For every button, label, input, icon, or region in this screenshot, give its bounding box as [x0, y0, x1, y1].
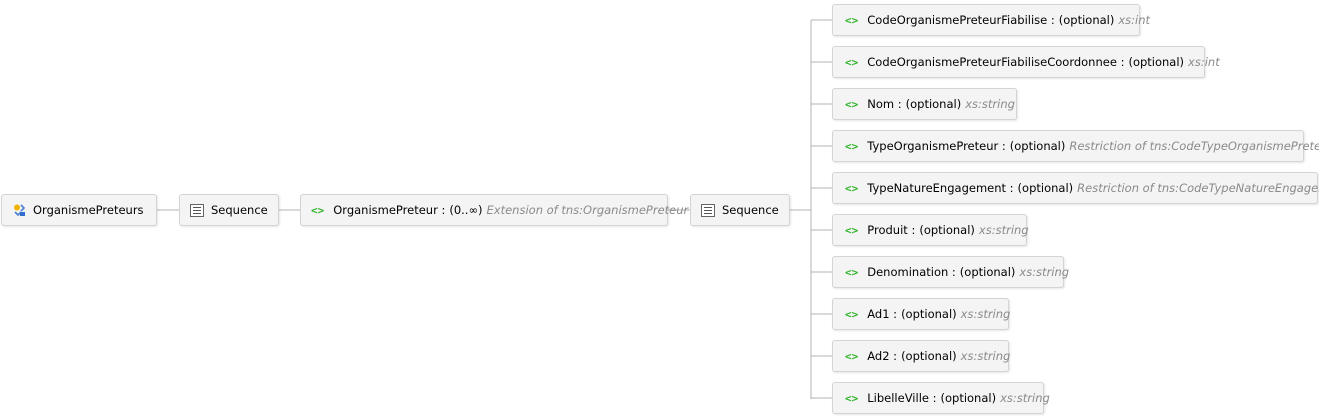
child-type: xs:string	[1000, 391, 1050, 405]
child-type: xs:string	[960, 349, 1011, 363]
child-type: xs:string	[965, 97, 1015, 111]
element-icon: <>	[845, 139, 859, 153]
child-cardinality: (optional)	[901, 307, 957, 321]
child-type: xs:string	[960, 307, 1011, 321]
sequence-icon	[190, 203, 204, 217]
child-element-node[interactable]: <> Denomination : (optional) xs:string	[832, 256, 1069, 288]
sequence-label: Sequence	[722, 203, 779, 217]
child-label: Ad2 :	[867, 349, 898, 363]
child-type: xs:string	[978, 223, 1029, 237]
child-element-node[interactable]: <> LibelleVille : (optional) xs:string	[832, 382, 1050, 414]
child-type: xs:string	[1019, 265, 1070, 279]
element-icon: <>	[845, 181, 859, 195]
root-node-organismepreteurs[interactable]: OrganismePreteurs	[1, 194, 157, 226]
child-label: CodeOrganismePreteurFiabilise :	[867, 13, 1055, 27]
sequence-label: Sequence	[211, 203, 268, 217]
child-type: Restriction of tns:CodeTypeNatureEngagem…	[1077, 181, 1319, 195]
child-element-node[interactable]: <> Produit : (optional) xs:string	[832, 214, 1029, 246]
complex-type-icon	[12, 203, 26, 217]
sequence-node-2[interactable]: Sequence	[690, 194, 790, 226]
element-icon: <>	[845, 349, 859, 363]
child-label: TypeNatureEngagement :	[867, 181, 1014, 195]
child-element-node[interactable]: <> Nom : (optional) xs:string	[832, 88, 1017, 120]
child-label: Ad1 :	[867, 307, 898, 321]
child-label: Denomination :	[867, 265, 956, 279]
element-cardinality: (0..∞)	[449, 203, 483, 217]
child-element-node[interactable]: <> TypeOrganismePreteur : (optional) Res…	[832, 130, 1319, 162]
child-type: xs:int	[1118, 13, 1151, 27]
child-cardinality: (optional)	[1128, 55, 1185, 69]
element-node-organismepreteur[interactable]: <> OrganismePreteur : (0..∞) Extension o…	[300, 194, 688, 226]
element-icon: <>	[311, 203, 325, 217]
root-node-label: OrganismePreteurs	[33, 203, 144, 217]
child-cardinality: (optional)	[901, 349, 957, 363]
child-element-node[interactable]: <> CodeOrganismePreteurFiabiliseCoordonn…	[832, 46, 1220, 78]
child-cardinality: (optional)	[1009, 139, 1066, 153]
child-cardinality: (optional)	[1058, 13, 1115, 27]
child-element-node[interactable]: <> CodeOrganismePreteurFiabilise : (opti…	[832, 4, 1150, 36]
child-cardinality: (optional)	[1017, 181, 1074, 195]
element-icon: <>	[845, 97, 859, 111]
element-icon: <>	[845, 13, 859, 27]
element-icon: <>	[845, 55, 859, 69]
child-element-node[interactable]: <> Ad1 : (optional) xs:string	[832, 298, 1011, 330]
child-label: CodeOrganismePreteurFiabiliseCoordonnee …	[867, 55, 1125, 69]
child-label: LibelleVille :	[867, 391, 937, 405]
child-type: Restriction of tns:CodeTypeOrganismePret…	[1069, 139, 1319, 153]
sequence-node-1[interactable]: Sequence	[179, 194, 279, 226]
child-cardinality: (optional)	[905, 97, 962, 111]
child-label: Nom :	[867, 97, 902, 111]
child-element-node[interactable]: <> Ad2 : (optional) xs:string	[832, 340, 1011, 372]
sequence-icon	[701, 203, 715, 217]
element-icon: <>	[845, 391, 859, 405]
element-icon: <>	[845, 223, 859, 237]
element-label: OrganismePreteur :	[333, 203, 446, 217]
element-icon: <>	[845, 307, 859, 321]
connector-branches	[811, 19, 832, 399]
child-label: TypeOrganismePreteur :	[867, 139, 1006, 153]
child-cardinality: (optional)	[940, 391, 997, 405]
child-type: xs:int	[1188, 55, 1220, 69]
child-cardinality: (optional)	[919, 223, 975, 237]
child-element-node[interactable]: <> TypeNatureEngagement : (optional) Res…	[832, 172, 1319, 204]
element-icon: <>	[845, 265, 859, 279]
element-type: Extension of tns:OrganismePreteur	[486, 203, 689, 217]
child-label: Produit :	[867, 223, 916, 237]
child-cardinality: (optional)	[959, 265, 1016, 279]
